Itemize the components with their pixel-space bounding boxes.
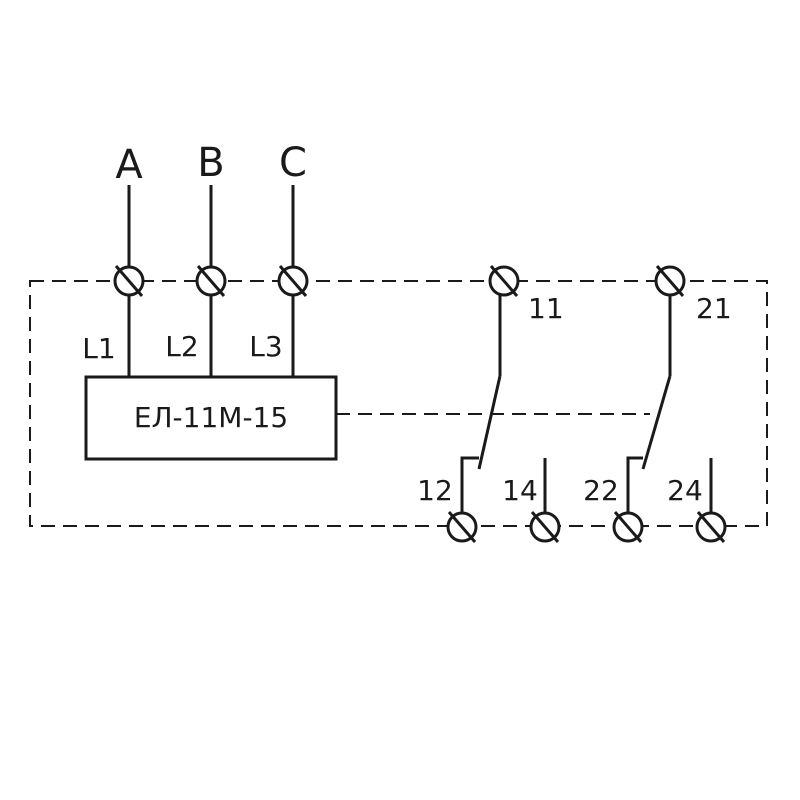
line-label-l2: L2 (165, 330, 198, 363)
line-label-l3: L3 (249, 330, 282, 363)
line-label-l1: L1 (82, 332, 115, 365)
device-box (84, 375, 338, 461)
contact-label-11: 11 (528, 292, 564, 325)
terminal-11 (488, 265, 520, 297)
terminal-14 (529, 511, 561, 543)
contact-label-21: 21 (696, 292, 732, 325)
device-label: ЕЛ-11М-15 (134, 401, 288, 434)
phase-label-b: B (197, 140, 224, 186)
contact-2-nc-wire (626, 456, 643, 524)
terminal-l1 (113, 265, 145, 297)
phase-label-a: A (115, 142, 143, 188)
contact-2-blade (641, 375, 672, 470)
contact-label-24: 24 (667, 474, 703, 507)
contact-1-blade (477, 375, 502, 470)
terminal-l3 (277, 265, 309, 297)
terminal-l2 (195, 265, 227, 297)
contact-label-22: 22 (583, 474, 619, 507)
terminal-22 (612, 511, 644, 543)
phase-label-c: C (279, 140, 307, 186)
contact-1-nc-wire (460, 456, 479, 524)
terminal-12 (446, 511, 478, 543)
terminal-21 (654, 265, 686, 297)
contact-label-14: 14 (502, 474, 538, 507)
housing-outline (29, 280, 768, 527)
terminal-24 (695, 511, 727, 543)
contact-label-12: 12 (417, 474, 453, 507)
